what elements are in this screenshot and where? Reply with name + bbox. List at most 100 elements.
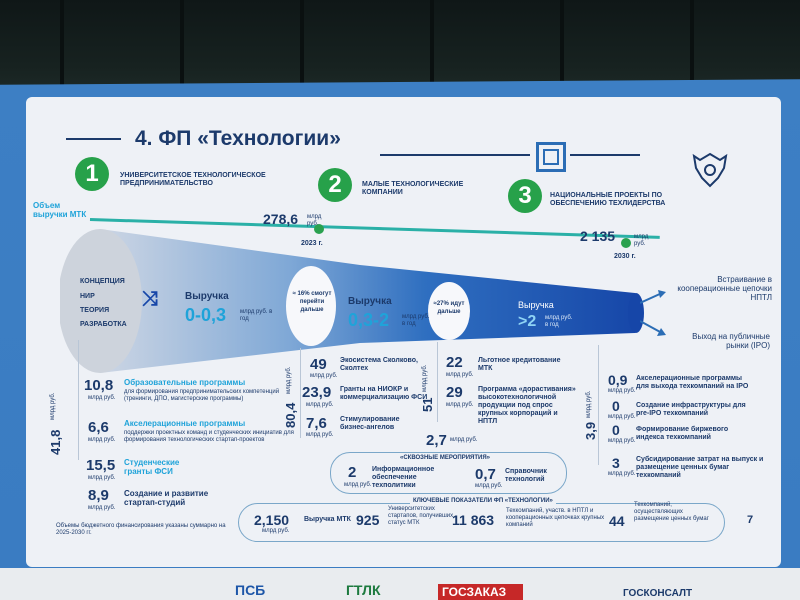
col4-item1-title: Акселерационные программы для выхода тех… (636, 375, 749, 390)
col1-item2-value: 6,6 (88, 419, 109, 436)
kpi-a-value: 2,150 (254, 512, 290, 528)
volume-2023-value: 278,6 (263, 211, 299, 227)
col4-item2-title: Создание инфраструктуры для pre-IPO техк… (636, 402, 746, 417)
cross-total-unit: млрд руб. (450, 437, 478, 443)
logo-psb: ПСБ (235, 582, 266, 598)
stage3-label: Выручка (518, 300, 554, 310)
page-number: 7 (747, 514, 754, 526)
cross-a-value: 2 (348, 464, 357, 481)
volume-2030-value: 2 135 (580, 228, 616, 244)
col2-item3-title: Стимулирование бизнес-ангелов (340, 416, 400, 431)
kpi-c-title: Техкомпаний, участв. в НПТЛ и кооперацио… (506, 508, 605, 528)
col1-item4-title: Создание и развитие стартап-студий (124, 489, 209, 507)
col4-connector (598, 345, 599, 465)
ceiling-beam (60, 0, 64, 90)
transition-circle-1 (286, 266, 336, 346)
cross-a-unit: млрд руб. (344, 482, 372, 488)
col1-item1-value: 10,8 (84, 377, 114, 394)
volume-2030-year: 2030 г. (614, 253, 636, 260)
cross-a-title: Информационное обеспечение техполитики (372, 466, 435, 489)
stage-word: РАЗРАБОТКА (80, 321, 127, 328)
col4-item1-unit: млрд руб. (608, 388, 636, 394)
col1-item3-unit: млрд руб. (88, 475, 116, 481)
footnote: Объемы бюджетного финансирования указаны… (56, 523, 226, 536)
title-rule (66, 138, 121, 140)
stage1-unit: млрд руб. в год (240, 309, 273, 322)
col3-item1-value: 22 (446, 354, 463, 371)
col2-connector (300, 348, 301, 438)
volume-label: Объем выручки МТК (33, 201, 87, 219)
stage1-value: 0-0,3 (185, 305, 227, 325)
kpi-b-title: Университетских стартапов, получивших ст… (388, 506, 454, 526)
ceiling-beam (300, 0, 304, 90)
logo-goszakaz-bg (438, 584, 523, 600)
col1-item1-title: Образовательные программы (124, 378, 246, 387)
section-1-number: 1 (75, 157, 109, 191)
col2-total-unit: млрд руб. (286, 366, 292, 394)
col1-item4-value: 8,9 (88, 487, 109, 504)
section-3-number: 3 (508, 179, 542, 213)
col3-total: 51 (420, 397, 435, 412)
stage-word: НИР (80, 293, 95, 300)
kpi-a-title: Выручка МТК (304, 516, 351, 523)
col3-item1-unit: млрд руб. (446, 372, 474, 378)
ceiling-beam (180, 0, 184, 90)
col1-total: 41,8 (48, 429, 63, 455)
ceiling (0, 0, 800, 95)
col4-item3-title: Формирование биржевого индекса техкомпан… (636, 426, 729, 441)
output-arrows (640, 290, 666, 336)
col1-connector (78, 340, 79, 460)
kpi-b-value: 925 (356, 512, 380, 528)
col3-total-unit: млрд руб. (422, 364, 428, 392)
cross-total: 2,7 (426, 432, 447, 449)
section-3-title: НАЦИОНАЛЬНЫЕ ПРОЕКТЫ ПО ОБЕСПЕЧЕНИЮ ТЕХЛ… (550, 192, 666, 207)
stage2-value: 0,3-2 (348, 310, 390, 330)
col2-item2-unit: млрд руб. (306, 402, 334, 408)
project-logo-icon (536, 142, 566, 172)
ceiling-beam (560, 0, 564, 90)
col3-item2-value: 29 (446, 384, 463, 401)
kpi-d-value: 44 (609, 513, 625, 529)
col2-item2-title: Гранты на НИОКР и коммерциализацию ФСИ (340, 386, 428, 401)
coat-of-arms-icon (690, 152, 730, 190)
logo-goskonsalt: ГОСКОНСАЛТ (623, 588, 693, 599)
col2-item2-value: 23,9 (302, 384, 332, 401)
logo-goszakaz: ГОСЗАКАЗ (442, 585, 507, 599)
stage-word: КОНЦЕПЦИЯ (80, 278, 125, 285)
cross-b-title: Справочник технологий (505, 468, 547, 483)
section-2-number: 2 (318, 168, 352, 202)
ceiling-beam (690, 0, 694, 90)
volume-2023-year: 2023 г. (301, 240, 323, 247)
stage1-label: Выручка (185, 291, 229, 302)
volume-marker-2030 (621, 238, 631, 248)
stage3-note: ≈27% идут дальше (433, 301, 465, 315)
title-rule (380, 154, 530, 156)
col1-item2-unit: млрд руб. (88, 437, 116, 443)
col1-total-unit: млрд руб. (50, 392, 56, 420)
volume-2030-unit: млрд руб. (634, 234, 649, 247)
section-1-title: УНИВЕРСИТЕТСКОЕ ТЕХНОЛОГИЧЕСКОЕ ПРЕДПРИН… (120, 172, 266, 187)
output-1: Встраивание в кооперационные цепочки НПТ… (677, 275, 772, 302)
title-rule (570, 154, 640, 156)
kpi-header: КЛЮЧЕВЫЕ ПОКАЗАТЕЛИ ФП «ТЕХНОЛОГИИ» (410, 498, 556, 505)
section-2-title: МАЛЫЕ ТЕХНОЛОГИЧЕСКИЕ КОМПАНИИ (362, 181, 464, 196)
col1-item1-unit: млрд руб. (88, 395, 116, 401)
col1-item3-value: 15,5 (86, 457, 116, 474)
col2-item1-unit: млрд руб. (310, 373, 338, 379)
col1-item2-desc: поддержки проектных команд и студенчески… (124, 430, 294, 443)
col4-item2-unit: млрд руб. (608, 414, 636, 420)
banner-strip (0, 568, 800, 600)
cross-block (330, 452, 567, 494)
col3-item2-unit: млрд руб. (446, 402, 474, 408)
kpi-a-unit: млрд руб. (262, 528, 290, 534)
shuffle-icon: ⤨ (142, 288, 158, 310)
output-2: Выход на публичные рынки (IPO) (692, 332, 770, 350)
funnel-graphic (60, 229, 644, 373)
stage-word: ТЕОРИЯ (80, 307, 110, 314)
col4-item4-title: Субсидирование затрат на выпуск и размещ… (636, 456, 764, 479)
cross-header: «СКВОЗНЫЕ МЕРОПРИЯТИЯ» (400, 455, 490, 461)
kpi-c-value: 11 863 (452, 512, 495, 528)
col1-item3-title: Студенческие гранты ФСИ (124, 458, 180, 476)
col2-item3-unit: млрд руб. (306, 432, 334, 438)
